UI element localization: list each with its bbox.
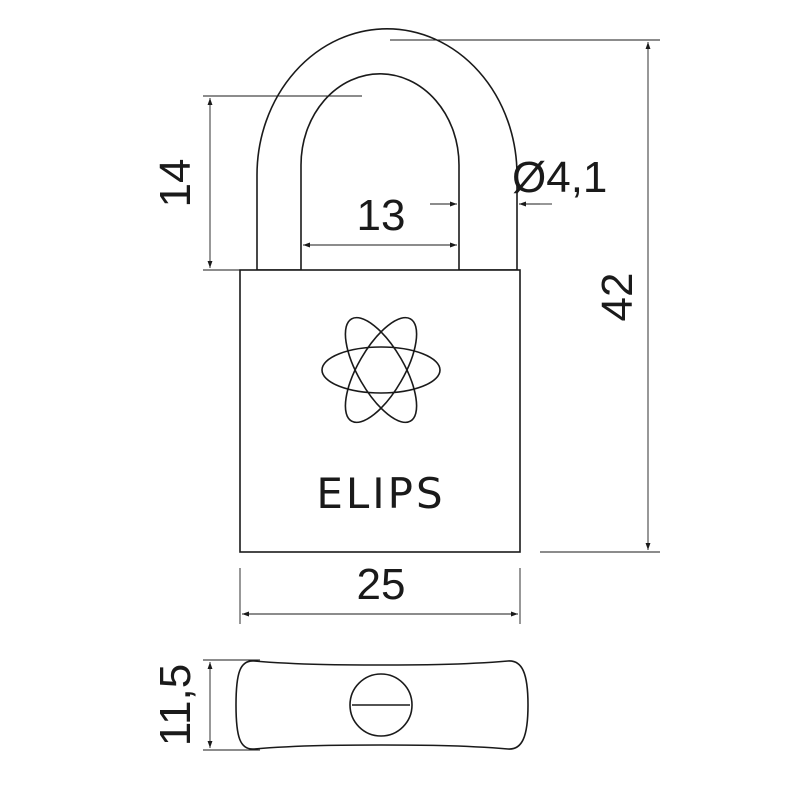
atom-orbit-logo-icon — [321, 316, 441, 424]
dimension-label-diameter: Ø4,1 — [512, 153, 607, 202]
keyhole-icon — [349, 673, 413, 737]
lock-bottom-view — [235, 660, 529, 750]
dimension-label-14: 14 — [151, 159, 200, 208]
dimension-label-25: 25 — [357, 560, 406, 609]
dimension-label-11-5: 11,5 — [151, 664, 200, 746]
dimension-label-42: 42 — [593, 273, 642, 322]
dimension-shackle-inner-height: 14 — [151, 95, 362, 271]
dimension-total-height: 42 — [390, 39, 660, 553]
dimension-body-width: 25 — [239, 560, 521, 624]
dimension-label-13: 13 — [357, 191, 406, 240]
brand-name: ELIPS — [316, 469, 445, 518]
lock-body — [239, 269, 521, 553]
dimension-shackle-diameter: Ø4,1 — [430, 153, 607, 207]
dimension-shackle-inner-width: 13 — [303, 191, 457, 248]
dimension-body-thickness: 11,5 — [151, 659, 260, 751]
